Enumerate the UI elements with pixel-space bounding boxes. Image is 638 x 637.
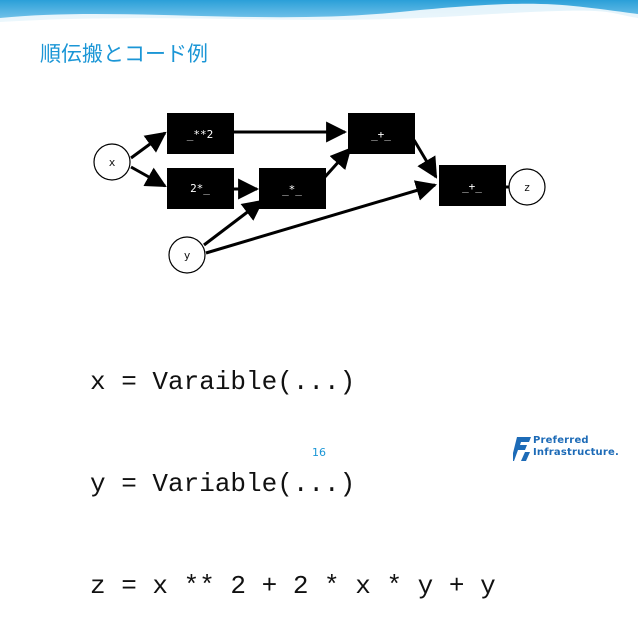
page-number: 16 — [312, 446, 326, 459]
node-add-top-label: _+_ — [371, 128, 391, 141]
pfi-logo-icon — [513, 437, 531, 461]
node-times-two: 2*_ — [167, 168, 234, 209]
edge-add-top-to-add-final — [412, 139, 438, 179]
node-y: y — [168, 236, 206, 274]
code-line: z = x ** 2 + 2 * x * y + y — [90, 571, 496, 601]
computation-graph: x y z _**2 2*_ _*_ _+_ _+_ — [93, 113, 546, 274]
edge-x-to-square — [130, 131, 167, 160]
node-z-label: z — [524, 181, 531, 194]
node-multiply: _*_ — [259, 168, 326, 209]
node-x: x — [93, 143, 131, 181]
node-add-top: _+_ — [348, 113, 415, 154]
code-line: x = Varaible(...) — [90, 367, 356, 397]
graph-edges — [130, 121, 509, 255]
code-example: x = Varaible(...) y = Variable(...) z = … — [90, 297, 496, 637]
node-times-two-label: 2*_ — [190, 182, 210, 195]
node-x-label: x — [109, 156, 116, 169]
header-banner — [0, 0, 638, 26]
edge-y-to-multiply — [203, 199, 264, 247]
node-add-final: _+_ — [439, 165, 506, 206]
edge-y-to-add-final — [205, 180, 438, 255]
company-logo: Preferred Infrastructure. — [513, 433, 623, 463]
node-z: z — [508, 168, 546, 206]
node-y-label: y — [184, 249, 191, 262]
slide-title: 順伝搬とコード例 — [40, 42, 208, 66]
node-multiply-label: _*_ — [282, 183, 302, 196]
edge-multiply-to-add-top — [322, 147, 352, 180]
edge-x-to-times-two — [130, 165, 167, 188]
logo-text-line2: Infrastructure. — [533, 447, 619, 458]
node-square-label: _**2 — [187, 128, 214, 141]
node-square: _**2 — [167, 113, 234, 154]
code-line: y = Variable(...) — [90, 469, 356, 499]
node-add-final-label: _+_ — [462, 180, 482, 193]
logo-text-line1: Preferred — [533, 435, 589, 446]
